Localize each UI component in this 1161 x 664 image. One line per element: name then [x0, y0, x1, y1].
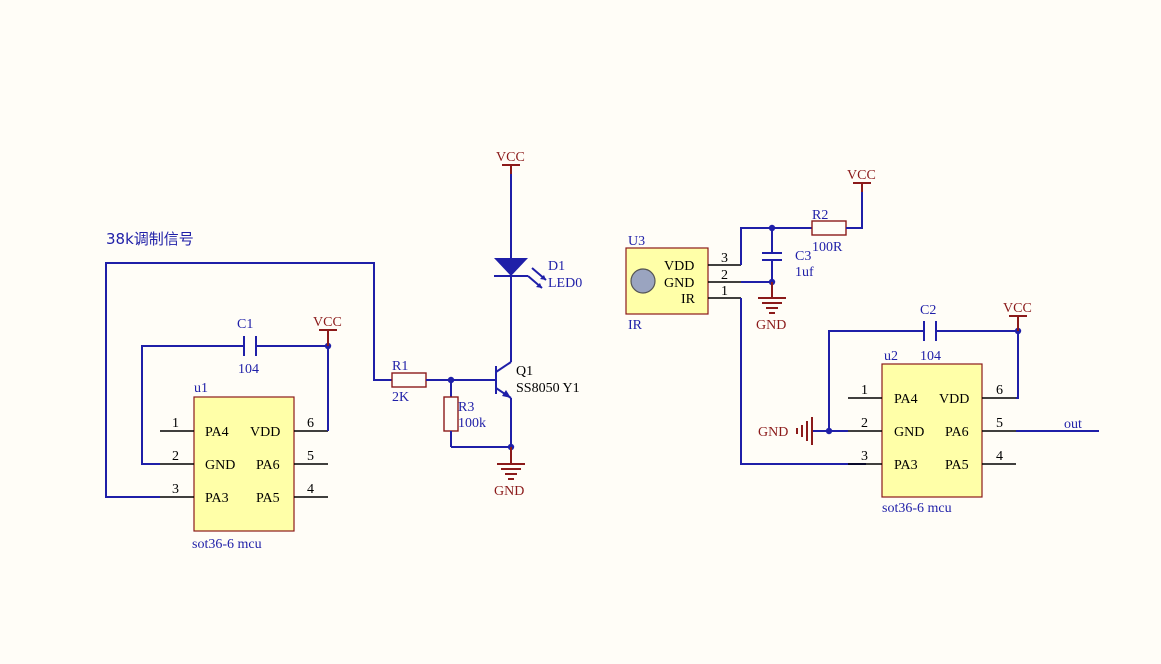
gnd-label-q1: GND: [494, 484, 524, 499]
mcu-u2-pin6-num: 6: [996, 383, 1003, 398]
mcu-u2-designator: u2: [884, 349, 898, 364]
r1-designator: R1: [392, 359, 408, 374]
mcu-u2-pin5-num: 5: [996, 416, 1003, 431]
mcu-u1-footer: sot36-6 mcu: [192, 537, 262, 552]
c2-value: 104: [920, 349, 941, 364]
ir-sensor-icon: [630, 268, 656, 294]
mcu-u2: u2 sot36-6 mcu 1 2 3 PA4 GND PA3 6 5 4 V…: [848, 349, 1016, 516]
mcu-u1-pin4-name: PA5: [256, 491, 280, 506]
u3-pin-ir: IR: [681, 292, 696, 307]
q1-value: SS8050 Y1: [516, 381, 580, 396]
mcu-u1-pin1-num: 1: [172, 416, 179, 431]
gnd-label-u2: GND: [758, 425, 788, 440]
r2-designator: R2: [812, 208, 828, 223]
c2-designator: C2: [920, 303, 936, 318]
mcu-u1-body: [193, 396, 295, 532]
c3-value: 1uf: [795, 265, 814, 280]
vcc-symbol-u1: VCC: [313, 315, 342, 346]
gnd-symbol-u3: GND: [756, 282, 786, 333]
resistor-r1: R1 2K: [391, 359, 451, 405]
mcu-u1-pin5-name: PA6: [256, 458, 280, 473]
resistor-r3: R3 100k: [443, 380, 511, 448]
gnd-symbol-u2: GND: [758, 417, 813, 445]
r1-value: 2K: [392, 390, 409, 405]
vcc-symbol-u2: VCC: [1003, 301, 1032, 331]
vcc-symbol-r2: VCC: [847, 168, 876, 192]
u3-pin2-num: 2: [721, 268, 728, 283]
mcu-u1-pin2-num: 2: [172, 449, 179, 464]
d1-value: LED0: [548, 276, 582, 291]
mcu-u1-pin5-num: 5: [307, 449, 314, 464]
r3-designator: R3: [458, 400, 474, 415]
c1-designator: C1: [237, 317, 253, 332]
c1-value: 104: [238, 362, 259, 377]
mcu-u1-pin6-num: 6: [307, 416, 314, 431]
transistor-q1: Q1 SS8050 Y1: [495, 330, 580, 451]
ir-receiver-u3: U3 IR VDD GND IR 3 2 1: [625, 234, 741, 333]
d1-designator: D1: [548, 259, 565, 274]
mcu-u2-pin3-num: 3: [861, 449, 868, 464]
r3-value: 100k: [458, 416, 486, 431]
vcc-label-r2: VCC: [847, 168, 876, 183]
mcu-u1-designator: u1: [194, 381, 208, 396]
mcu-u2-pin4-name: PA5: [945, 458, 969, 473]
capacitor-c2: C2 104: [920, 303, 941, 364]
mcu-u2-pin2-num: 2: [861, 416, 868, 431]
mcu-u2-body: [881, 363, 983, 498]
vcc-symbol-led: VCC: [496, 150, 525, 174]
mcu-u2-pin2-name: GND: [894, 425, 924, 440]
led-d1: D1 LED0: [494, 174, 582, 330]
u3-pin3-num: 3: [721, 251, 728, 266]
u3-wiring: [740, 224, 866, 465]
vcc-label-u1: VCC: [313, 315, 342, 330]
gnd-label-u3: GND: [756, 318, 786, 333]
r2-value: 100R: [812, 240, 843, 255]
vcc-label-led: VCC: [496, 150, 525, 165]
mcu-u2-pin1-name: PA4: [894, 392, 918, 407]
capacitor-c3: C3 1uf: [762, 249, 814, 280]
mcu-u2-pin4-num: 4: [996, 449, 1003, 464]
u3-designator: U3: [628, 234, 645, 249]
u2-wiring: [812, 327, 1099, 435]
mcu-u2-pin6-name: VDD: [939, 392, 969, 407]
mcu-u1-pin6-name: VDD: [250, 425, 280, 440]
capacitor-c1: C1 104: [237, 317, 259, 377]
c3-designator: C3: [795, 249, 811, 264]
mcu-u2-pin1-num: 1: [861, 383, 868, 398]
mcu-u1: u1 sot36-6 mcu 1 2 3 PA4 GND PA3 6 5 4 V…: [160, 381, 328, 552]
mcu-u1-pin4-num: 4: [307, 482, 314, 497]
u3-pin1-num: 1: [721, 284, 728, 299]
annotation-38k: 38k调制信号: [106, 230, 194, 248]
mcu-u1-pin1-name: PA4: [205, 425, 229, 440]
out-net-label: out: [1064, 417, 1082, 432]
resistor-r2: R2 100R: [811, 192, 863, 255]
gnd-symbol-q1: GND: [494, 447, 525, 499]
u3-pin-gnd: GND: [664, 276, 694, 291]
mcu-u2-footer: sot36-6 mcu: [882, 501, 952, 516]
vcc-label-u2: VCC: [1003, 301, 1032, 316]
u3-footer: IR: [628, 318, 643, 333]
mcu-u1-pin3-num: 3: [172, 482, 179, 497]
mcu-u2-pin3-name: PA3: [894, 458, 918, 473]
mcu-u1-pin3-name: PA3: [205, 491, 229, 506]
mcu-u1-pin2-name: GND: [205, 458, 235, 473]
q1-designator: Q1: [516, 364, 533, 379]
mcu-u2-pin5-name: PA6: [945, 425, 969, 440]
u3-pin-vdd: VDD: [664, 259, 694, 274]
